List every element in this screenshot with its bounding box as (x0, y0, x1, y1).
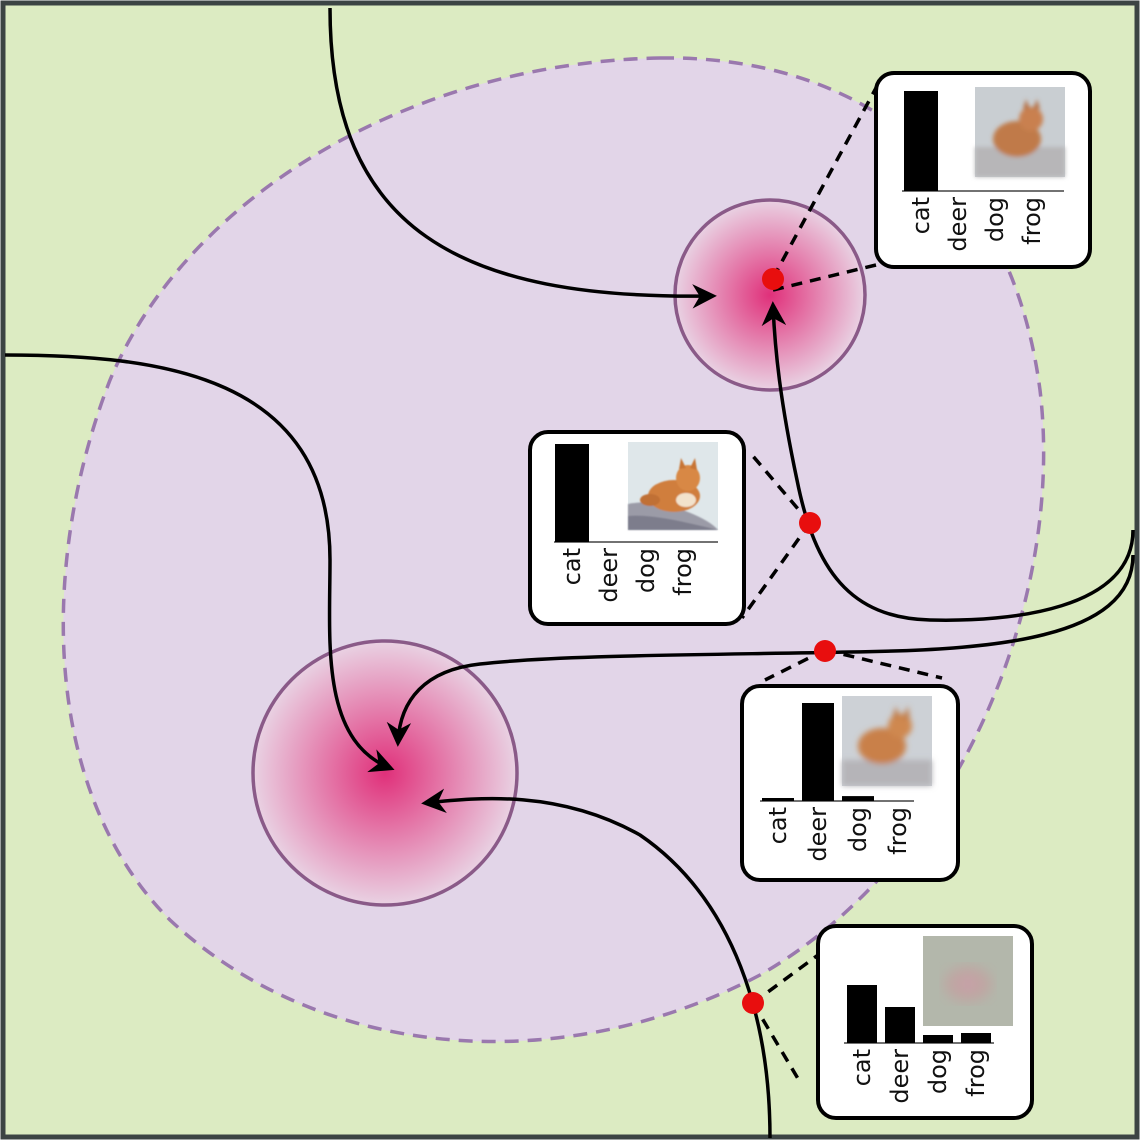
class-label-dog: dog (632, 548, 660, 593)
probability-bar-frog (961, 1033, 991, 1043)
thumbnail-shape (676, 465, 700, 491)
thumbnail-shape (640, 494, 660, 506)
thumbnail-shape (1019, 107, 1043, 131)
probability-bar-cat (555, 444, 589, 542)
thumbnail-shape (1023, 99, 1040, 109)
thumbnail-shape (888, 714, 912, 738)
attractor-bottom (251, 639, 519, 907)
thumbnail-shape (958, 976, 978, 992)
class-label-cat: cat (558, 548, 586, 585)
probability-bar-cat (847, 985, 877, 1043)
leader-line (750, 453, 812, 525)
probability-bar-deer (885, 1007, 915, 1043)
class-label-cat: cat (764, 807, 792, 844)
class-label-frog: frog (669, 548, 697, 596)
trajectory-right-lower (386, 554, 1135, 747)
probability-bar-dog (842, 796, 874, 801)
leader-line (751, 953, 820, 1005)
cat-photo-icon (628, 442, 718, 530)
probability-bar-dog (923, 1035, 953, 1043)
trajectory-right-upper (761, 301, 1135, 622)
leader-line (771, 87, 878, 279)
sample-point (762, 268, 784, 290)
class-label-frog: frog (962, 1049, 990, 1097)
blurry-cat-icon (975, 87, 1065, 177)
trajectory-top-left (328, 7, 717, 309)
leader-line (824, 648, 943, 680)
class-label-deer: deer (595, 548, 623, 603)
trajectory-bottom (421, 788, 772, 1139)
leader-lines (740, 87, 943, 1083)
trajectory-left (4, 353, 395, 773)
class-label-deer: deer (886, 1049, 914, 1104)
class-label-dog: dog (924, 1049, 952, 1094)
sample-point (742, 992, 764, 1014)
noise-image-icon (923, 936, 1013, 1026)
probability-bar-cat (762, 798, 794, 801)
class-label-frog: frog (1018, 197, 1046, 245)
class-label-cat: cat (907, 197, 935, 234)
thumbnail-shape (676, 493, 696, 507)
trajectories (4, 7, 1135, 1139)
thumbnail-shape (842, 760, 932, 786)
blurry-cat-icon (842, 696, 932, 786)
probability-bar-cat (904, 91, 938, 191)
class-label-deer: deer (944, 197, 972, 252)
sample-point (799, 512, 821, 534)
class-label-deer: deer (804, 807, 832, 862)
thumbnail-shape (858, 728, 906, 764)
leader-line (740, 521, 812, 620)
thumbnail-shape (892, 706, 910, 720)
thumbnail-shape (679, 458, 697, 470)
thumbnail-shape (628, 515, 718, 530)
probability-bar-deer (802, 703, 834, 801)
class-label-frog: frog (884, 807, 912, 855)
leader-line (751, 1002, 802, 1083)
class-label-cat: cat (848, 1049, 876, 1086)
class-label-dog: dog (844, 807, 872, 852)
sample-point (814, 640, 836, 662)
class-label-dog: dog (981, 197, 1009, 242)
sample-points (742, 268, 836, 1014)
